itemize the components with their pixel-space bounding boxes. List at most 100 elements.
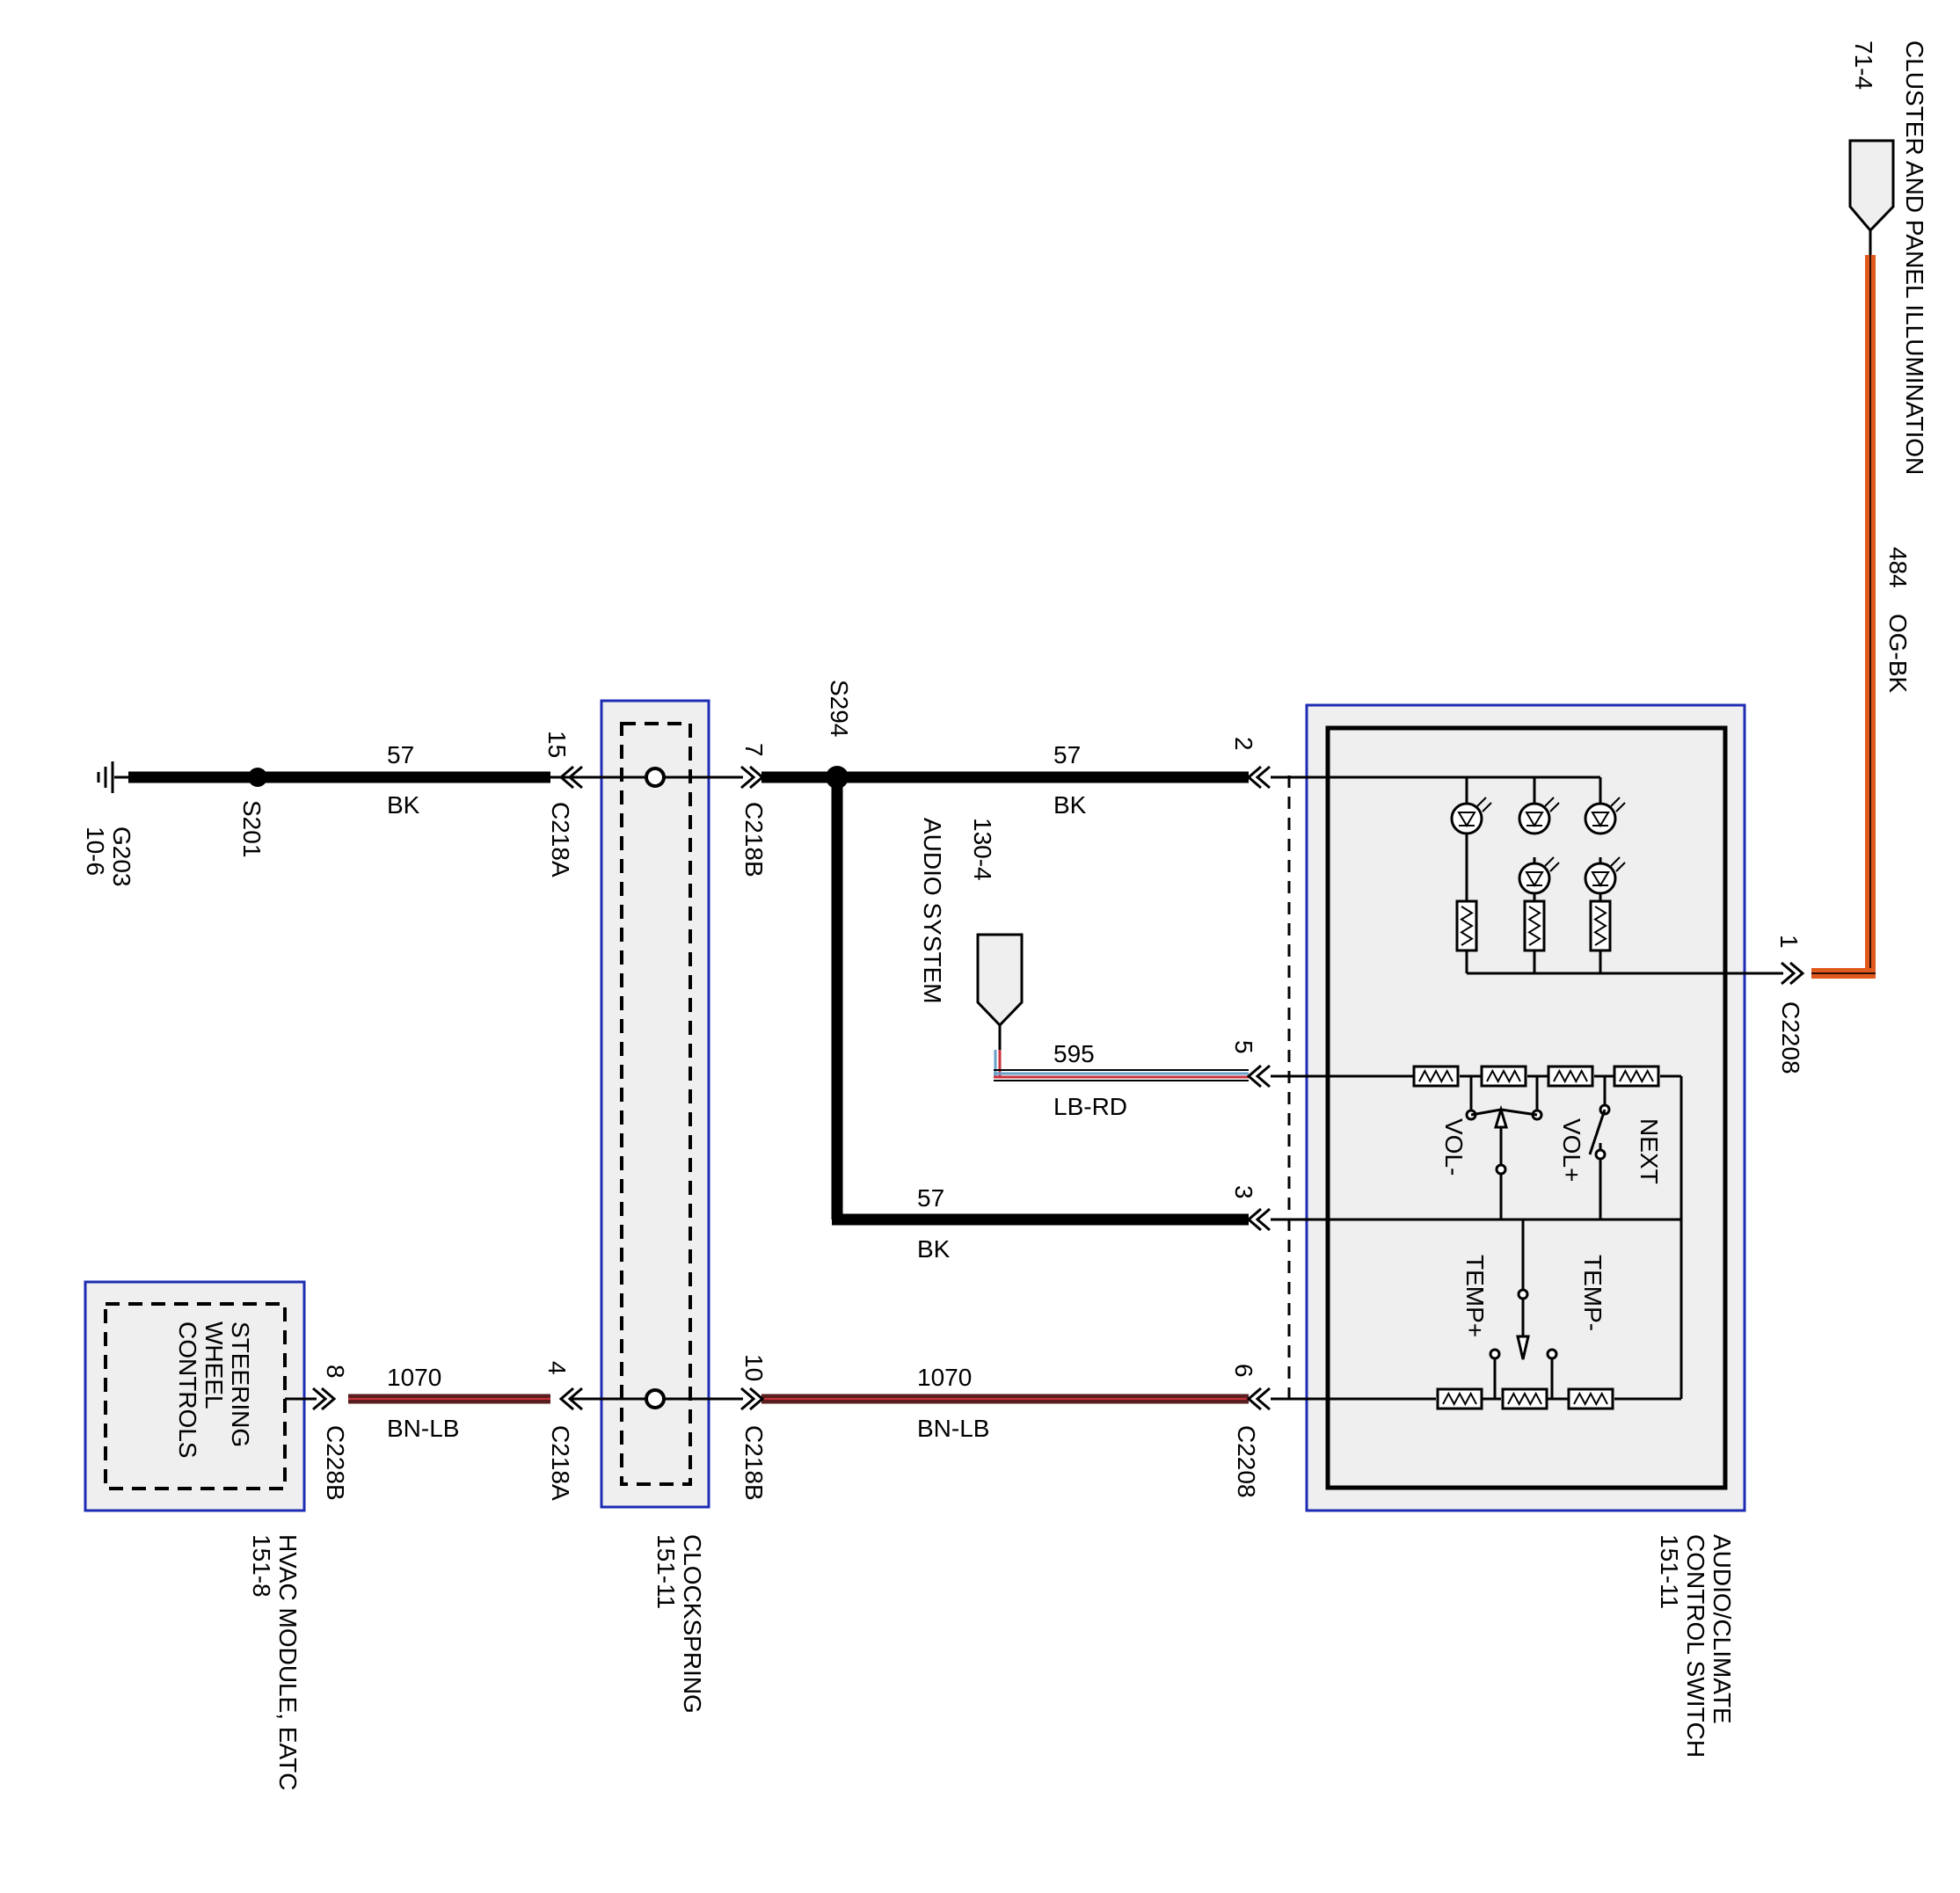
pin-c218a-15: 15 (543, 731, 571, 758)
connector-arrow-icon (1246, 765, 1271, 790)
connector-c218b-top: C218B (740, 802, 768, 877)
clockspring-contact-bottom (645, 1388, 666, 1409)
wire-1070-left-circuit: 1070 (387, 1364, 441, 1391)
led-icon (1584, 797, 1626, 835)
switch-temp-minus-label: TEMP- (1579, 1255, 1607, 1331)
connector-c228b: C228B (322, 1425, 349, 1501)
led-icon (1518, 856, 1560, 895)
cluster-ref: 71-4 (1850, 40, 1877, 90)
leds (1450, 797, 1626, 895)
wire-595-lb-rd (994, 1025, 1249, 1081)
connector-c2208-bottom: C2208 (1233, 1425, 1260, 1498)
wire-484-circuit: 484 (1884, 547, 1912, 588)
pin-c218a-4: 4 (543, 1361, 571, 1375)
pin-c2208-2: 2 (1230, 737, 1257, 751)
wire-1070-right-circuit: 1070 (917, 1364, 972, 1391)
wire-57-top-color: BK (1053, 791, 1087, 819)
splice-s201 (248, 768, 267, 787)
ground-g203-icon (97, 761, 114, 793)
resistors (1412, 899, 1660, 1410)
connector-arrow-icon (558, 1387, 583, 1411)
wire-484-og-bk (1811, 255, 1876, 979)
wire-595-circuit: 595 (1053, 1040, 1095, 1067)
connector-c218b-bottom: C218B (740, 1425, 768, 1501)
connector-arrow-icon (1246, 1207, 1271, 1232)
pin-c2208-5: 5 (1230, 1040, 1257, 1054)
connector-arrow-icon (1246, 1064, 1271, 1088)
audio-climate-line2: CONTROL SWITCH (1682, 1534, 1709, 1758)
wire-57-bk-bottom (831, 777, 1249, 1226)
steering-line2: WHEEL (200, 1321, 228, 1409)
internal-wiring (1271, 775, 1783, 1401)
pin-c2208-6: 6 (1230, 1364, 1257, 1378)
switch-temp-plus-label: TEMP+ (1461, 1255, 1489, 1337)
clockspring-ref: 151-11 (652, 1534, 680, 1609)
pin-c218b-10: 10 (740, 1354, 768, 1381)
pin-c2208-3: 3 (1230, 1185, 1257, 1199)
switch-next-label: NEXT (1636, 1118, 1663, 1184)
connector-arrow-icon (740, 765, 765, 790)
pin-c228b-8: 8 (322, 1365, 349, 1379)
wire-595-color: LB-RD (1053, 1093, 1127, 1120)
audio-system-ref: 130-4 (969, 818, 996, 881)
hvac-ref: 151-8 (248, 1534, 275, 1598)
cluster-name: CLUSTER AND PANEL ILLUMINATION (1901, 40, 1928, 475)
connector-arrow-icon (312, 1387, 337, 1411)
connector-arrow-icon (558, 765, 583, 790)
wire-484-color: OG-BK (1884, 614, 1912, 694)
splice-s294 (826, 766, 849, 789)
hvac-name: HVAC MODULE, EATC (274, 1534, 302, 1790)
audio-system-name: AUDIO SYSTEM (919, 818, 946, 1004)
cluster-connector-icon (1848, 139, 1895, 233)
next-switch (1588, 1103, 1611, 1161)
resistor-icon (1589, 899, 1612, 952)
hvac-module (84, 1280, 306, 1512)
wire-1070-right-color: BN-LB (917, 1415, 989, 1442)
resistor-icon (1455, 899, 1478, 952)
resistor-icon (1412, 1065, 1460, 1088)
connector-arrow-icon (1781, 961, 1805, 986)
ground-ref: 10-6 (82, 826, 109, 876)
audio-climate-line1: AUDIO/CLIMATE (1709, 1534, 1736, 1724)
resistor-icon (1613, 1065, 1660, 1088)
ground-id: G203 (108, 826, 135, 887)
splice-s201-label: S201 (238, 800, 266, 857)
connector-arrow-icon (740, 1387, 765, 1411)
vol-plus-switch (1493, 1104, 1543, 1176)
wire-57-bottom-circuit: 57 (917, 1184, 944, 1212)
audio-system-connector-icon (976, 933, 1024, 1028)
resistor-icon (1480, 1065, 1527, 1088)
resistor-icon (1567, 1387, 1614, 1410)
audio-climate-control-switch-module (1287, 703, 1746, 1512)
splice-s294-label: S294 (826, 680, 853, 737)
connector-arrows (312, 765, 1805, 1411)
wire-57-top-circuit: 57 (1053, 741, 1081, 768)
resistor-icon (1436, 1387, 1483, 1410)
clockspring-name: CLOCKSPRING (679, 1534, 706, 1714)
wire-1070-left-color: BN-LB (387, 1415, 459, 1442)
switch-vol-minus-label: VOL- (1440, 1118, 1468, 1176)
wire-57-ground-color: BK (387, 791, 420, 819)
connector-c2208-top: C2208 (1777, 1001, 1804, 1074)
connector-arrow-icon (1246, 1387, 1271, 1411)
temp-switch (1489, 1288, 1558, 1360)
clockspring-contact-top (645, 767, 666, 788)
audio-climate-ref: 151-11 (1656, 1534, 1683, 1609)
led-icon (1518, 797, 1560, 835)
resistor-icon (1547, 1065, 1594, 1088)
steering-line3: CONTROLS (174, 1321, 201, 1459)
wire-57-bottom-color: BK (917, 1235, 951, 1263)
wire-57-ground-circuit: 57 (387, 741, 414, 768)
connector-c218a-top: C218A (547, 802, 574, 877)
connector-c218a-bottom: C218A (547, 1425, 574, 1501)
pin-c218b-7: 7 (740, 743, 768, 757)
clockspring-module (600, 699, 710, 1509)
pin-c2208-1: 1 (1775, 935, 1803, 949)
led-icon (1584, 856, 1626, 895)
resistor-icon (1523, 899, 1546, 952)
resistor-icon (1501, 1387, 1548, 1410)
steering-line1: STEERING (227, 1321, 254, 1447)
switch-vol-plus-label: VOL+ (1558, 1118, 1585, 1182)
vol-minus-switch (1465, 1108, 1502, 1121)
